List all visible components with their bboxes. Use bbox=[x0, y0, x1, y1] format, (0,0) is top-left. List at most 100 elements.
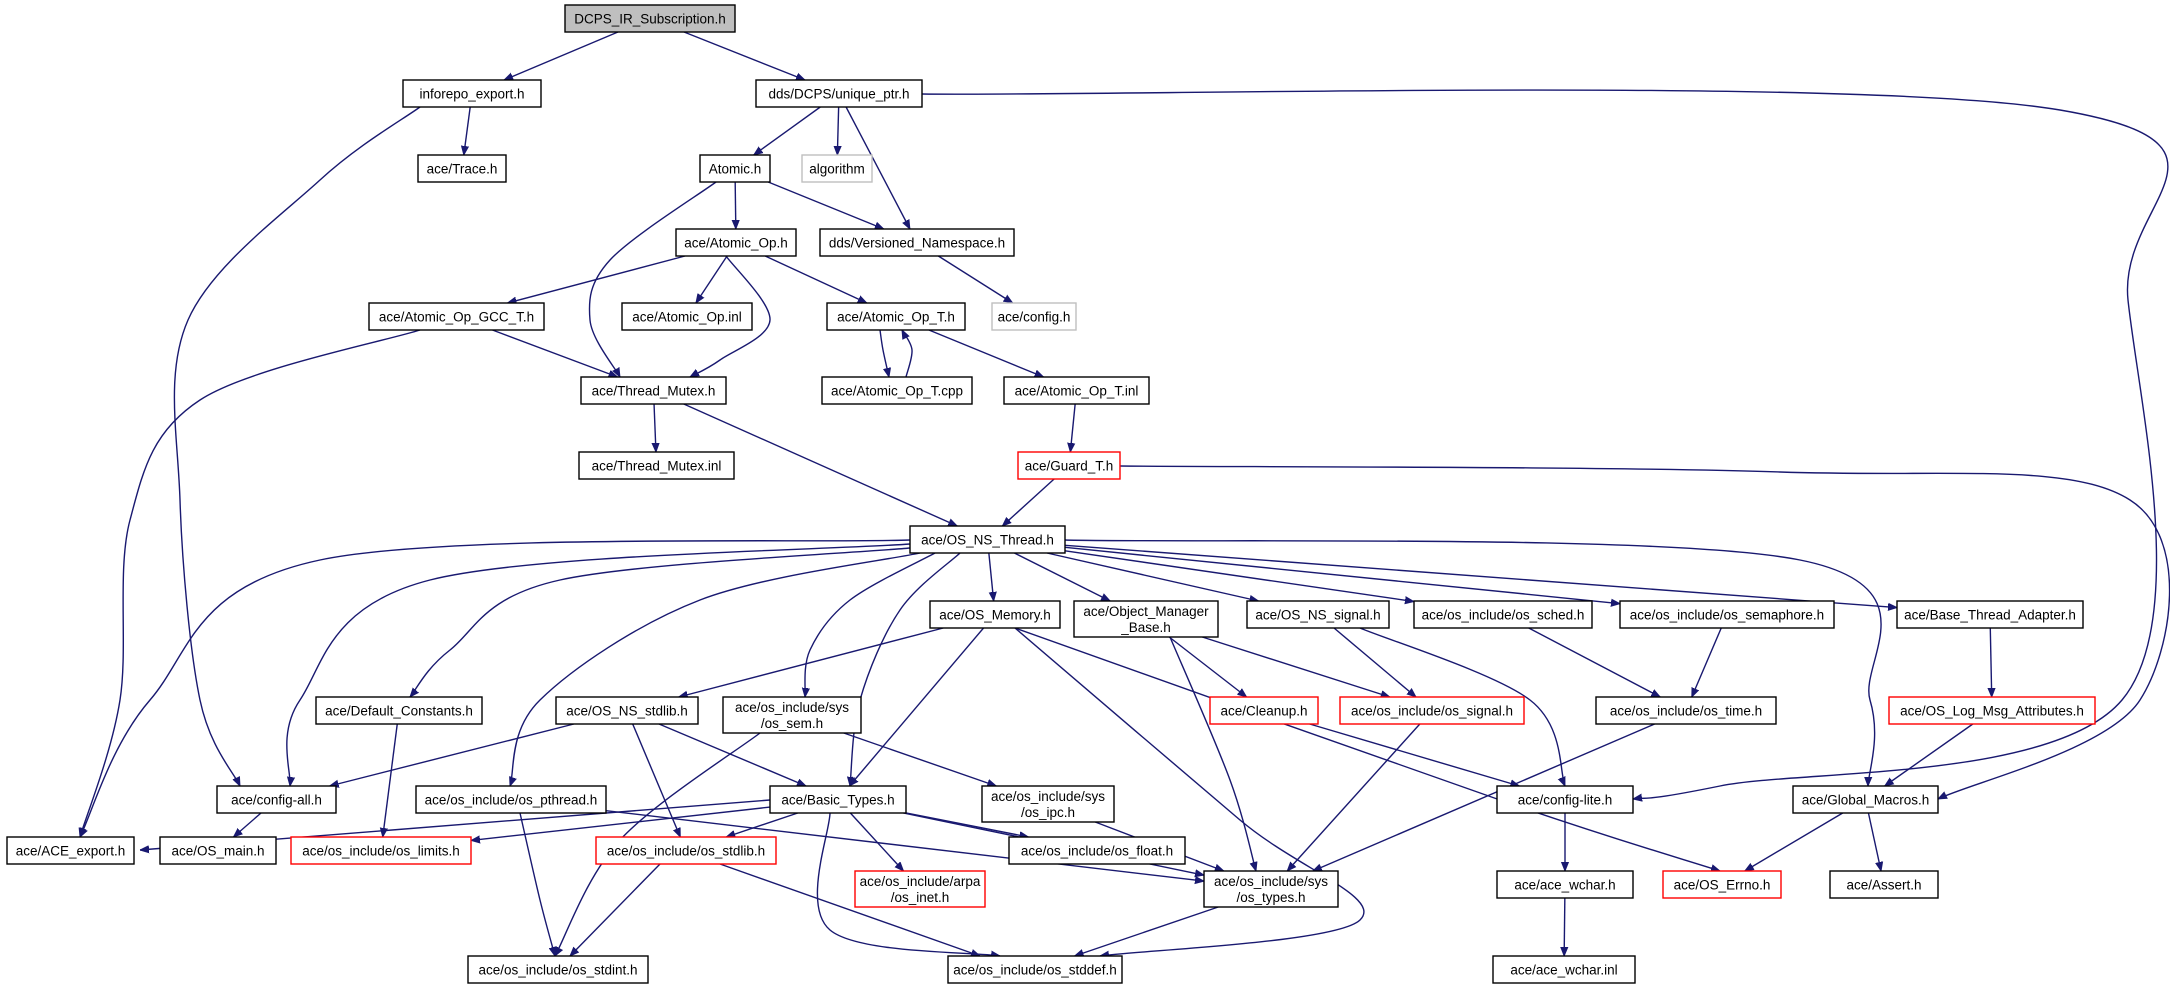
node-ossem[interactable]: ace/os_include/sys/os_sem.h bbox=[722, 696, 862, 734]
node-label: ace/os_include/arpa bbox=[860, 874, 981, 889]
node-configlite[interactable]: ace/config-lite.h bbox=[1496, 785, 1634, 814]
node-atomicoptinl[interactable]: ace/Atomic_Op_T.inl bbox=[1003, 376, 1150, 405]
node-acewchar[interactable]: ace/ace_wchar.h bbox=[1496, 870, 1634, 899]
node-box bbox=[722, 696, 862, 734]
node-label: ace/os_include/os_limits.h bbox=[302, 844, 460, 859]
edge-basictypes-to-oslimits bbox=[471, 806, 771, 840]
node-box bbox=[821, 376, 973, 405]
node-ostypes[interactable]: ace/os_include/sys/os_types.h bbox=[1203, 870, 1339, 908]
node-osnssignal[interactable]: ace/OS_NS_signal.h bbox=[1246, 600, 1390, 629]
node-label: ace/os_include/os_pthread.h bbox=[425, 793, 598, 808]
node-osipc[interactable]: ace/os_include/sys/os_ipc.h bbox=[981, 785, 1115, 823]
edge-ossemaphore-to-ostime bbox=[1691, 627, 1722, 697]
node-osmain[interactable]: ace/OS_main.h bbox=[159, 836, 277, 865]
node-osnsthread[interactable]: ace/OS_NS_Thread.h bbox=[909, 525, 1066, 554]
edge-osnsthread-to-ossched bbox=[1064, 550, 1414, 602]
edge-atomicop-to-gcct bbox=[507, 255, 686, 303]
node-acewcharinl[interactable]: ace/ace_wchar.inl bbox=[1492, 955, 1636, 984]
node-algorithm[interactable]: algorithm bbox=[801, 154, 873, 183]
node-inforepo[interactable]: inforepo_export.h bbox=[402, 79, 542, 108]
node-ossched[interactable]: ace/os_include/os_sched.h bbox=[1413, 600, 1593, 629]
edge-atomic-to-versioned bbox=[767, 181, 884, 230]
node-cleanup[interactable]: ace/Cleanup.h bbox=[1209, 696, 1319, 725]
node-ossignal[interactable]: ace/os_include/os_signal.h bbox=[1339, 696, 1525, 725]
node-defconst[interactable]: ace/Default_Constants.h bbox=[315, 696, 483, 725]
edge-osnsthread-to-aceexport bbox=[79, 539, 911, 837]
node-label: ace/config-lite.h bbox=[1518, 793, 1613, 808]
edge-objmgr-to-ostypes bbox=[1169, 636, 1256, 871]
node-logmsg[interactable]: ace/OS_Log_Msg_Attributes.h bbox=[1888, 696, 2096, 725]
node-osinet[interactable]: ace/os_include/arpa/os_inet.h bbox=[854, 870, 986, 908]
edge-atomicoptinl-to-guardt bbox=[1070, 403, 1076, 452]
node-box bbox=[1492, 955, 1636, 984]
node-box bbox=[578, 451, 735, 480]
node-osstddef[interactable]: ace/os_include/os_stddef.h bbox=[947, 955, 1123, 984]
edge-osnsthread-to-globalmacros bbox=[1064, 539, 1882, 786]
node-atomicopinl[interactable]: ace/Atomic_Op.inl bbox=[621, 302, 753, 331]
node-atomic[interactable]: Atomic.h bbox=[699, 154, 771, 183]
node-atomicop[interactable]: ace/Atomic_Op.h bbox=[675, 228, 797, 257]
node-label: /os_ipc.h bbox=[1021, 805, 1075, 820]
node-box bbox=[595, 836, 777, 865]
node-ostime[interactable]: ace/os_include/os_time.h bbox=[1595, 696, 1777, 725]
edge-osnsthread-to-basethread bbox=[1064, 544, 1897, 607]
node-label: ace/os_include/sys bbox=[1214, 874, 1328, 889]
node-root[interactable]: DCPS_IR_Subscription.h bbox=[564, 4, 736, 33]
node-box bbox=[1496, 870, 1634, 899]
edge-globalmacros-to-oserrno bbox=[1745, 812, 1844, 871]
node-box bbox=[947, 955, 1123, 984]
edge-osnsstdlib-to-configall bbox=[330, 723, 575, 786]
node-trace[interactable]: ace/Trace.h bbox=[417, 154, 507, 183]
node-osfloat[interactable]: ace/os_include/os_float.h bbox=[1008, 836, 1186, 865]
node-oslimits[interactable]: ace/os_include/os_limits.h bbox=[290, 836, 472, 865]
node-box bbox=[6, 836, 135, 865]
node-config[interactable]: ace/config.h bbox=[991, 302, 1077, 331]
node-box bbox=[1662, 870, 1782, 899]
edge-gcct-to-aceexport bbox=[80, 329, 421, 837]
node-label: ace/Base_Thread_Adapter.h bbox=[1904, 608, 2076, 623]
node-aceexport[interactable]: ace/ACE_export.h bbox=[6, 836, 135, 865]
node-assert[interactable]: ace/Assert.h bbox=[1829, 870, 1939, 899]
node-osstdlib[interactable]: ace/os_include/os_stdlib.h bbox=[595, 836, 777, 865]
node-ossemaphore[interactable]: ace/os_include/os_semaphore.h bbox=[1619, 600, 1835, 629]
node-uniqueptr[interactable]: dds/DCPS/unique_ptr.h bbox=[755, 79, 923, 108]
edge-ossem-to-osipc bbox=[843, 732, 996, 786]
edge-basictypes-to-osstddef bbox=[816, 812, 1000, 956]
node-box bbox=[159, 836, 277, 865]
edge-threadmutex-to-osnsthread bbox=[683, 403, 957, 527]
node-osstdint[interactable]: ace/os_include/os_stdint.h bbox=[467, 955, 649, 984]
node-atomicopt[interactable]: ace/Atomic_Op_T.h bbox=[826, 302, 966, 331]
node-objmgr[interactable]: ace/Object_Manager_Base.h bbox=[1073, 600, 1219, 638]
node-versioned[interactable]: dds/Versioned_Namespace.h bbox=[819, 228, 1015, 257]
edge-atomicopt-to-atomicoptcpp bbox=[879, 329, 889, 377]
node-globalmacros[interactable]: ace/Global_Macros.h bbox=[1792, 785, 1939, 814]
node-atomicoptcpp[interactable]: ace/Atomic_Op_T.cpp bbox=[821, 376, 973, 405]
node-basictypes[interactable]: ace/Basic_Types.h bbox=[769, 785, 907, 814]
node-threadmutex[interactable]: ace/Thread_Mutex.h bbox=[580, 376, 727, 405]
edge-objmgr-to-ossignal bbox=[1202, 636, 1390, 697]
node-box bbox=[1413, 600, 1593, 629]
node-box bbox=[621, 302, 753, 331]
node-label: /os_types.h bbox=[1236, 890, 1305, 905]
node-label: ace/Trace.h bbox=[427, 162, 498, 177]
edge-osmemory-to-basictypes bbox=[849, 627, 985, 786]
node-threadmutexinl[interactable]: ace/Thread_Mutex.inl bbox=[578, 451, 735, 480]
node-box bbox=[854, 870, 986, 908]
node-box bbox=[1792, 785, 1939, 814]
edge-root-to-inforepo bbox=[504, 31, 619, 81]
node-gcct[interactable]: ace/Atomic_Op_GCC_T.h bbox=[368, 302, 545, 331]
node-label: ace/OS_main.h bbox=[171, 844, 264, 859]
node-box bbox=[1203, 870, 1339, 908]
node-label: /os_sem.h bbox=[761, 716, 823, 731]
node-osnsstdlib[interactable]: ace/OS_NS_stdlib.h bbox=[555, 696, 699, 725]
node-configall[interactable]: ace/config-all.h bbox=[216, 785, 337, 814]
node-ospthread[interactable]: ace/os_include/os_pthread.h bbox=[415, 785, 607, 814]
node-box bbox=[1829, 870, 1939, 899]
node-oserrno[interactable]: ace/OS_Errno.h bbox=[1662, 870, 1782, 899]
node-box bbox=[1017, 451, 1121, 480]
node-guardt[interactable]: ace/Guard_T.h bbox=[1017, 451, 1121, 480]
edge-uniqueptr-to-algorithm bbox=[837, 106, 838, 155]
node-basethread[interactable]: ace/Base_Thread_Adapter.h bbox=[1896, 600, 2084, 629]
node-osmemory[interactable]: ace/OS_Memory.h bbox=[929, 600, 1061, 629]
